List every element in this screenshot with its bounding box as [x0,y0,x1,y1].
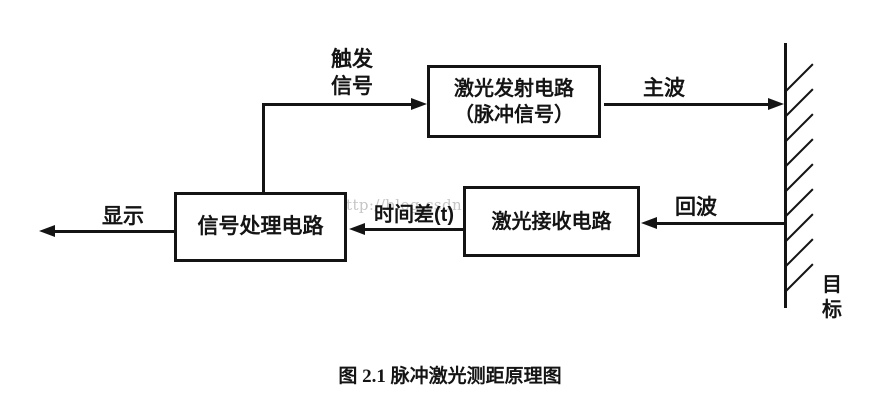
display-line [54,230,174,233]
main-wave-line [604,103,769,106]
trigger-signal-label-line1: 触发 [331,48,373,71]
laser-emitter-label-line1: 激光发射电路 [454,77,574,100]
main-wave-arrowhead-icon [768,98,784,110]
wall-hatch-line [785,63,814,92]
laser-receiver-label: 激光接收电路 [491,210,612,233]
wall-hatch-line [785,88,814,117]
signal-processor-box: 信号处理电路 [174,192,347,262]
display-label: 显示 [102,205,144,228]
target-wall-line [784,43,787,308]
trigger-signal-label-line2: 信号 [331,75,373,98]
wall-hatch-line [785,213,814,242]
echo-arrowhead-icon [641,217,657,229]
time-diff-line [364,228,463,231]
wall-hatch-line [785,263,814,292]
trigger-arrowhead-icon [411,98,427,110]
trigger-signal-label: 触发 信号 [322,46,382,100]
trigger-connector-horizontal-line [262,103,412,106]
target-label: 目 标 [818,273,846,323]
trigger-connector-vertical-line [262,104,265,193]
target-label-char1: 目 [822,274,842,296]
figure-caption: 图 2.1 脉冲激光测距原理图 [338,366,562,387]
wall-hatch-line [785,188,814,217]
echo-line [656,222,785,225]
laser-emitter-label-line2: （脉冲信号） [454,103,574,126]
target-label-char2: 标 [822,299,842,321]
echo-label: 回波 [675,196,717,219]
time-diff-label: 时间差(t) [374,204,454,226]
time-diff-arrowhead-icon [349,223,365,235]
wall-hatch-line [785,113,814,142]
display-arrowhead-icon [39,225,55,237]
wall-hatch-line [785,138,814,167]
wall-hatch-line [785,238,814,267]
laser-receiver-box: 激光接收电路 [463,186,640,257]
laser-emitter-box: 激光发射电路 （脉冲信号） [427,65,601,138]
signal-processor-label: 信号处理电路 [197,215,324,238]
wall-hatch-line [785,163,814,192]
main-wave-label: 主波 [643,77,685,100]
